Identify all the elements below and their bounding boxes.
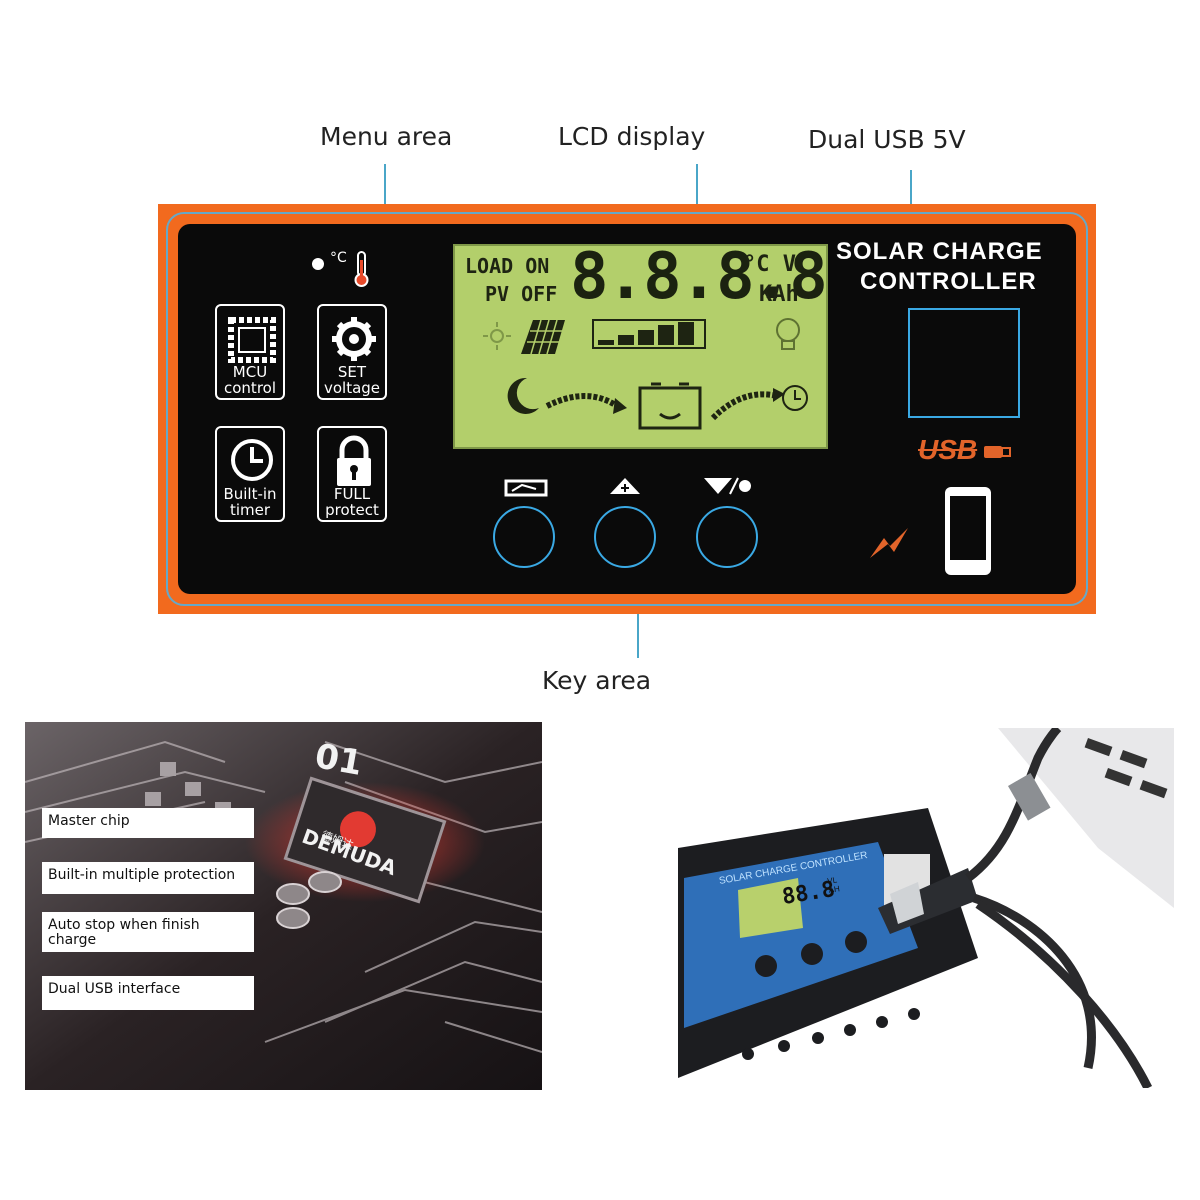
callout-menu-area: Menu area xyxy=(320,122,453,151)
lightning-icon xyxy=(870,528,908,558)
set-voltage-label: SET voltage xyxy=(323,363,381,397)
feature-label-auto-stop: Auto stop when finish charge xyxy=(42,912,254,952)
solar-panel-icon xyxy=(521,320,565,354)
callout-lcd-display: LCD display xyxy=(558,122,706,151)
moon-icon xyxy=(507,377,539,414)
clock-icon xyxy=(231,439,273,481)
battery-level-icon xyxy=(592,319,706,349)
circuit-board-art xyxy=(25,722,542,1090)
flow-arrow-right xyxy=(710,391,778,421)
full-protect-label: FULL protect xyxy=(325,485,379,519)
chip-icon xyxy=(228,317,276,363)
brand-line-2: CONTROLLER xyxy=(860,268,1037,295)
callout-key-area: Key area xyxy=(542,666,652,695)
lock-icon xyxy=(337,435,371,486)
builtin-timer-button[interactable]: Built-in timer xyxy=(215,426,285,522)
callout-dual-usb: Dual USB 5V xyxy=(808,125,966,154)
circuit-board-photo: 01 DEMUDA 德姆达 Master chip Built-in multi… xyxy=(25,722,542,1090)
device-usb-photo: SOLAR CHARGE CONTROLLER 88.8 VL AH xyxy=(678,728,1174,1088)
feature-label-master-chip: Master chip xyxy=(42,808,254,838)
lcd-icons xyxy=(483,318,808,430)
sun-icon xyxy=(483,322,511,350)
usb-logo: USB xyxy=(918,434,977,466)
flow-arrow-left xyxy=(545,393,619,409)
leader-key-area xyxy=(637,614,639,658)
lcd-pv-off: PV OFF xyxy=(485,282,558,306)
mcu-control-button[interactable]: MCU control xyxy=(215,304,285,400)
usb-plug-icon xyxy=(984,446,1011,458)
brand-line-1: SOLAR CHARGE xyxy=(836,238,1043,265)
battery-icon xyxy=(638,382,702,430)
mcu-control-label: MCU control xyxy=(224,363,276,397)
menu-key-icon xyxy=(504,479,548,497)
lcd-clock-icon xyxy=(782,385,808,411)
lcd-unit-top: °C V xyxy=(743,252,796,277)
feature-label-dual-usb: Dual USB interface xyxy=(42,976,254,1010)
full-protect-button[interactable]: FULL protect xyxy=(317,426,387,522)
lcd-digits: 8.8.8.8 xyxy=(570,240,828,314)
device-usb-art xyxy=(678,728,1174,1088)
usb-port[interactable] xyxy=(908,308,1020,418)
menu-key[interactable] xyxy=(493,506,555,568)
svg-text:°C: °C xyxy=(330,250,347,266)
down-light-key-icon xyxy=(704,477,751,495)
bulb-icon xyxy=(776,318,800,350)
panel-face: °C MCU control xyxy=(178,224,1076,594)
temperature-icon: °C xyxy=(312,250,369,287)
builtin-timer-label: Built-in timer xyxy=(223,485,277,519)
feature-label-protection: Built-in multiple protection xyxy=(42,862,254,894)
set-voltage-button[interactable]: SET voltage xyxy=(317,304,387,400)
usb-logo-text: USB xyxy=(918,434,978,465)
up-key-icon xyxy=(610,478,640,494)
controller-panel: °C MCU control xyxy=(158,204,1096,614)
chip-number: 01 xyxy=(311,736,366,784)
lcd-unit-bottom: KAh xyxy=(759,282,799,307)
down-key[interactable] xyxy=(696,506,758,568)
leader-menu-area xyxy=(384,164,386,204)
lcd-screen: LOAD ON PV OFF 8.8.8.8 °C V KAh xyxy=(453,240,828,449)
up-key[interactable] xyxy=(594,506,656,568)
panel-ring xyxy=(166,212,1088,606)
lcd-load-on: LOAD ON xyxy=(465,254,550,278)
leader-dual-usb xyxy=(910,170,912,204)
leader-lcd-display xyxy=(696,164,698,204)
phone-icon xyxy=(945,487,991,575)
gear-icon xyxy=(332,317,376,361)
